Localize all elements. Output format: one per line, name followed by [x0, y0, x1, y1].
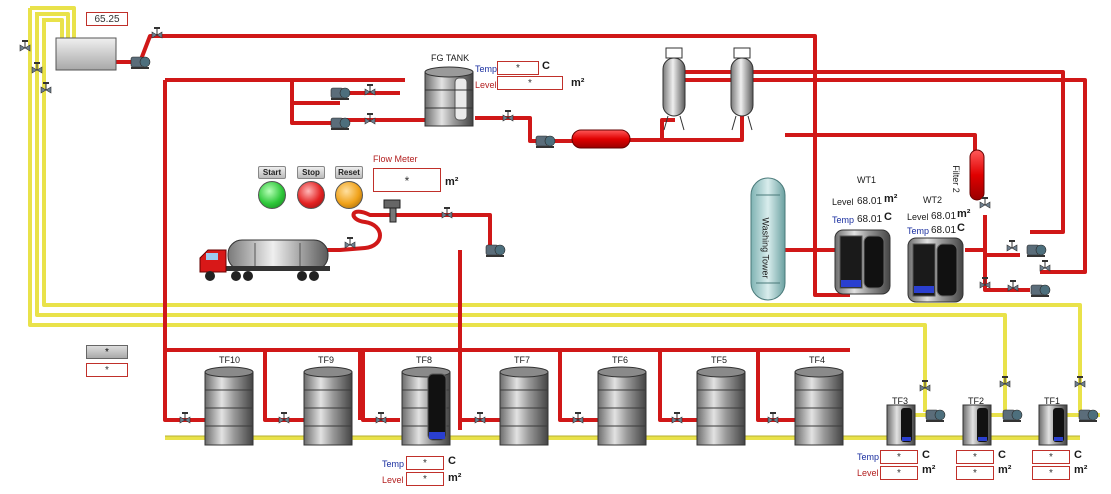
tf8-temp-label: Temp — [382, 459, 405, 469]
tank-label-tf2: TF2 — [968, 396, 985, 406]
tf8-level-unit: m² — [448, 472, 462, 484]
tank-label-tf3: TF3 — [892, 396, 909, 406]
tf3-level-unit: m² — [922, 464, 936, 476]
stop-button[interactable]: Stop — [297, 166, 325, 209]
fg-tank-level-unit: m² — [571, 77, 585, 89]
small-tank-tf3 — [886, 404, 916, 446]
wt1-title: WT1 — [857, 175, 876, 185]
wt2-vessel — [907, 237, 964, 303]
wt1-level-value: 68.01 — [857, 196, 883, 207]
tank-label-tf4: TF4 — [809, 355, 826, 365]
start-lamp — [258, 181, 286, 209]
reset-lamp — [335, 181, 363, 209]
tf2-level-unit: m² — [998, 464, 1012, 476]
fg-tank-title: FG TANK — [431, 53, 470, 63]
flow-meter-device — [383, 199, 401, 223]
small-tank-tf2 — [962, 404, 992, 446]
washing-tower-vessel — [750, 177, 786, 301]
filter-2-label: Filter 2 — [950, 165, 961, 193]
tf3-temp-label: Temp — [857, 452, 880, 462]
wt2-level-value: 68.01 — [931, 211, 957, 222]
tf8-temp-value: * — [406, 456, 444, 470]
vertical-vessel-1 — [662, 47, 686, 131]
wt2-temp-value: 68.01 — [931, 225, 957, 236]
tank-label-tf10: TF10 — [219, 355, 241, 365]
storage-tanks — [204, 366, 844, 446]
small-tanks — [886, 404, 1068, 446]
wt2-level-label: Level — [907, 212, 929, 222]
tf1-level-value: * — [1032, 466, 1070, 480]
tf3-level-label: Level — [857, 468, 879, 478]
tf1-level-unit: m² — [1074, 464, 1088, 476]
tank-label-tf7: TF7 — [514, 355, 531, 365]
tf1-temp-unit: C — [1074, 449, 1082, 461]
tf2-level-value: * — [956, 466, 994, 480]
head-tank — [55, 37, 117, 71]
wt1-temp-unit: C — [884, 211, 892, 223]
tanker-truck — [199, 239, 330, 281]
fg-tank-temp-label: Temp — [475, 64, 498, 74]
tf3-level-value: * — [880, 466, 918, 480]
storage-tank-tf7 — [499, 366, 549, 446]
vertical-vessel-2 — [730, 47, 754, 131]
fg-tank-temp-value: * — [497, 61, 539, 75]
storage-tank-tf6 — [597, 366, 647, 446]
wt1-temp-value: 68.01 — [857, 214, 883, 225]
tf8-temp-unit: C — [448, 455, 456, 467]
reset-button[interactable]: Reset — [335, 166, 363, 209]
flow-meter-value: * — [373, 168, 441, 192]
start-button[interactable]: Start — [258, 166, 286, 209]
wt1-temp-label: Temp — [832, 215, 855, 225]
tank-label-tf5: TF5 — [711, 355, 728, 365]
tank-label-tf1: TF1 — [1044, 396, 1061, 406]
wt2-title: WT2 — [923, 195, 942, 205]
wt1-level-unit: m² — [884, 193, 898, 205]
tf2-temp-unit: C — [998, 449, 1006, 461]
tank-label-tf9: TF9 — [318, 355, 335, 365]
reset-button-label: Reset — [335, 166, 363, 179]
tf8-level-label: Level — [382, 475, 404, 485]
stop-lamp — [297, 181, 325, 209]
storage-tank-tf8 — [401, 366, 451, 446]
small-tank-tf1 — [1038, 404, 1068, 446]
head-tank-value: 65.25 — [86, 12, 128, 26]
tf2-temp-value: * — [956, 450, 994, 464]
fg-tank-level-label: Level — [475, 80, 497, 90]
flow-meter-unit: m² — [445, 176, 459, 188]
storage-tank-tf5 — [696, 366, 746, 446]
wt1-vessel — [834, 229, 891, 295]
storage-tank-tf10 — [204, 366, 254, 446]
tf3-temp-value: * — [880, 450, 918, 464]
tank-label-tf8: TF8 — [416, 355, 433, 365]
tank-label-tf6: TF6 — [612, 355, 629, 365]
left-status-box-2: * — [86, 363, 128, 377]
storage-tank-tf9 — [303, 366, 353, 446]
fg-tank-level-value: * — [497, 76, 563, 90]
wt2-level-unit: m² — [957, 208, 971, 220]
flow-meter-title: Flow Meter — [373, 154, 418, 164]
tf3-temp-unit: C — [922, 449, 930, 461]
fg-tank-temp-unit: C — [542, 60, 550, 72]
washing-tower-label: Washing Tower — [760, 217, 771, 279]
wt2-temp-label: Temp — [907, 226, 930, 236]
tf8-level-value: * — [406, 472, 444, 486]
filter-2-vessel — [969, 149, 985, 201]
wt1-level-label: Level — [832, 197, 854, 207]
stop-button-label: Stop — [297, 166, 325, 179]
tf1-temp-value: * — [1032, 450, 1070, 464]
fg-tank-vessel — [424, 66, 474, 127]
start-button-label: Start — [258, 166, 286, 179]
wt2-temp-unit: C — [957, 222, 965, 234]
heat-exchanger — [571, 129, 631, 149]
storage-tank-tf4 — [794, 366, 844, 446]
left-status-box-1: * — [86, 345, 128, 359]
